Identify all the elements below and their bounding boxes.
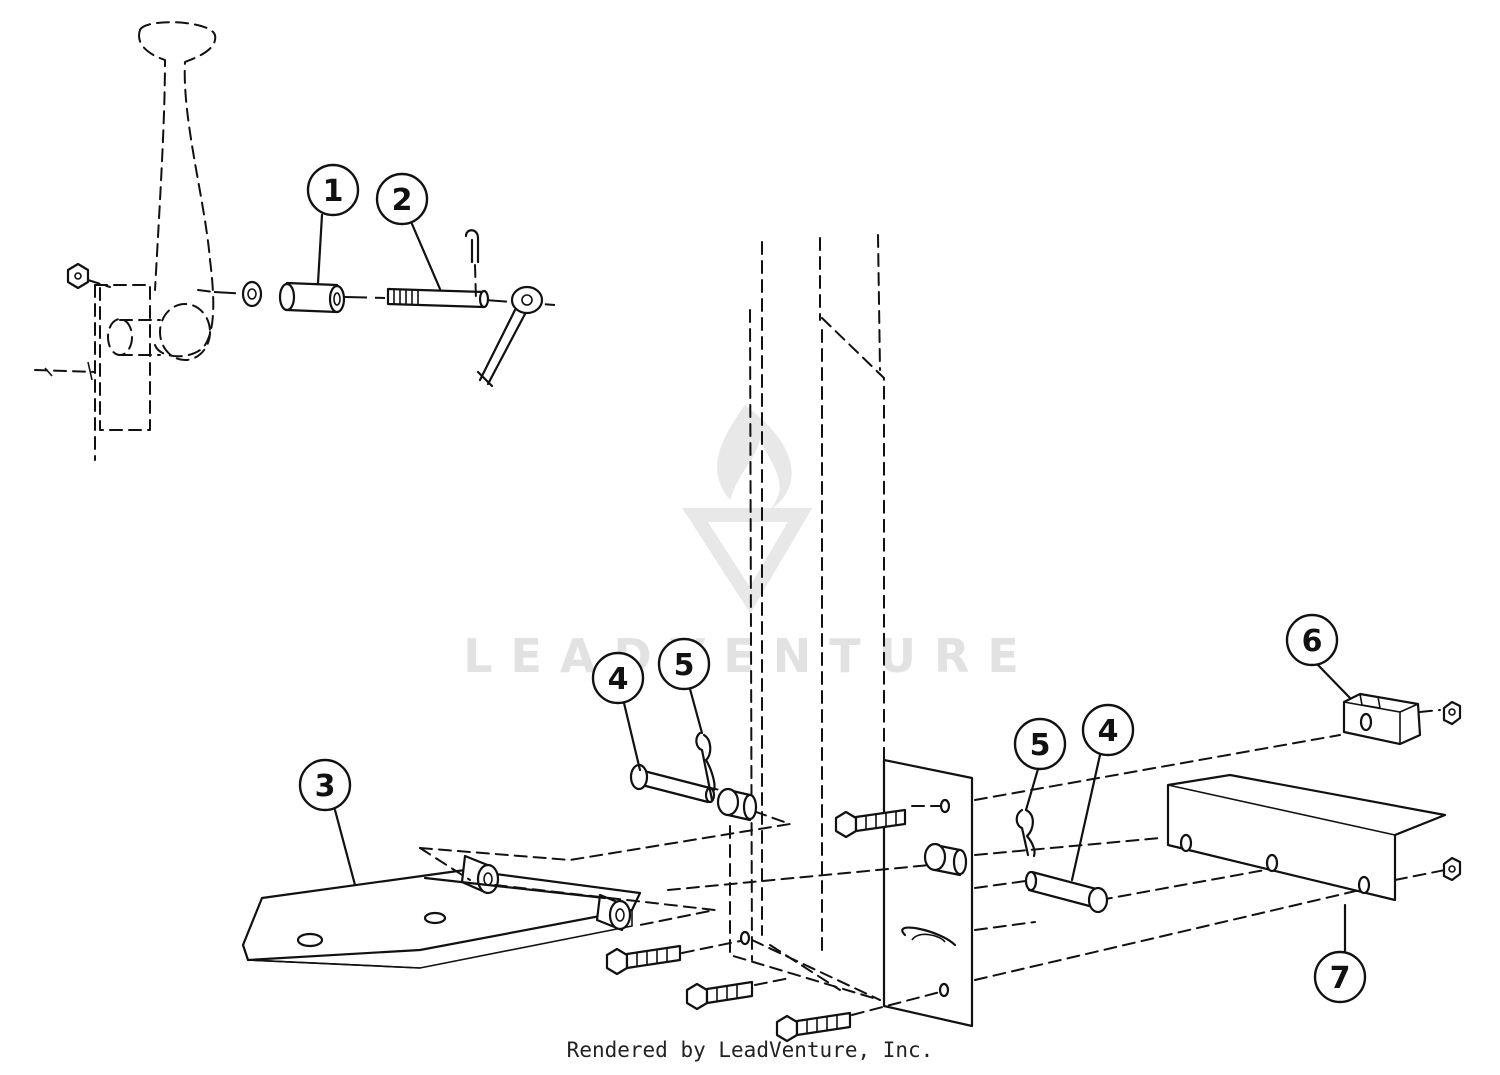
watermark-text: LEADVENTURE xyxy=(463,629,1037,683)
mounting-plate xyxy=(882,758,974,1028)
callout-2: 2 xyxy=(375,172,442,291)
callout-6: 6 xyxy=(1285,613,1352,700)
nut-lower-right xyxy=(1442,856,1462,882)
axis-nut xyxy=(241,280,263,308)
callout-4-left: 4 xyxy=(591,651,645,772)
part-5-hair-pin-right xyxy=(1015,808,1036,858)
part-7-angle-bracket xyxy=(1166,773,1447,902)
part-3-pedal-plate xyxy=(241,854,642,969)
part-5-hair-pin-left xyxy=(695,731,716,802)
callout-3: 3 xyxy=(298,758,357,887)
rod-end-link xyxy=(476,285,544,388)
bushing-left xyxy=(716,787,758,822)
svg-text:5: 5 xyxy=(1030,728,1051,763)
nut-upper-right xyxy=(1442,700,1462,726)
callout-7: 7 xyxy=(1313,903,1367,1004)
frame-channel xyxy=(729,234,885,1001)
part-4-clevis-pin-right xyxy=(1024,870,1109,914)
svg-text:5: 5 xyxy=(674,648,695,683)
svg-text:6: 6 xyxy=(1302,624,1323,659)
bolt-lower-1 xyxy=(605,930,751,976)
upper-cotter-pin xyxy=(464,229,480,301)
callout-1: 1 xyxy=(306,163,360,285)
credit-footer: Rendered by LeadVenture, Inc. xyxy=(566,1038,934,1062)
bolt-lower-2 xyxy=(685,977,791,1011)
part-6-clamp-block xyxy=(1342,692,1422,746)
svg-text:4: 4 xyxy=(1098,714,1119,749)
control-lever-assembly xyxy=(34,21,217,461)
assembly-axis-line-upper xyxy=(213,291,556,306)
part-2-threaded-rod xyxy=(386,287,490,309)
svg-text:2: 2 xyxy=(392,183,413,218)
callout-5-left: 5 xyxy=(657,637,711,735)
svg-text:7: 7 xyxy=(1330,961,1351,996)
part-1-spacer xyxy=(278,281,346,314)
watermark-logo xyxy=(682,405,813,614)
svg-text:3: 3 xyxy=(315,769,336,804)
assembly-axis-lines-lower xyxy=(419,709,1446,981)
bolt-upper xyxy=(834,808,907,839)
bolt-lower-3 xyxy=(775,991,941,1043)
svg-text:1: 1 xyxy=(323,174,344,209)
svg-text:4: 4 xyxy=(608,662,629,697)
bushing-right xyxy=(923,842,968,877)
callout-5-right: 5 xyxy=(1013,717,1067,812)
callout-4-right: 4 xyxy=(1070,703,1135,882)
part-4-clevis-pin-left xyxy=(629,763,716,804)
